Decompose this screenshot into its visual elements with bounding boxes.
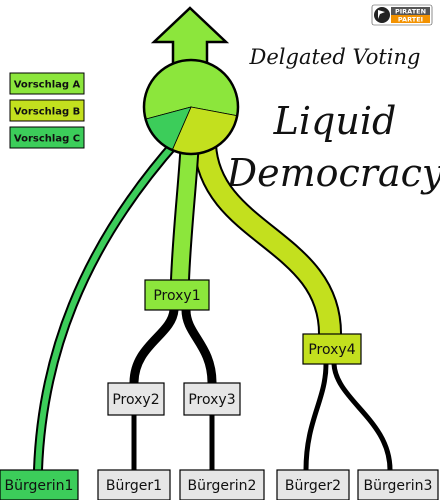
node-buerger1: Bürger1 [97,469,171,500]
legend-item-vorschlag-c: Vorschlag C [9,126,85,149]
node-buergerin1: Bürgerin1 [0,469,79,500]
legend: Vorschlag A Vorschlag B Vorschlag C [9,72,85,149]
node-proxy3-label: Proxy3 [188,392,235,408]
node-buergerin2: Bürgerin2 [179,469,265,500]
logo-top-band [391,7,430,15]
legend-item-vorschlag-b: Vorschlag B [9,99,85,122]
legend-label-b: Vorschlag B [14,107,80,118]
node-buergerin3: Bürgerin3 [357,469,439,500]
pie-outline [142,58,240,156]
vote-pie-chart [142,58,240,156]
node-proxy4: Proxy4 [302,333,362,365]
node-proxy2-label: Proxy2 [112,392,159,408]
node-proxy2: Proxy2 [107,382,165,416]
node-buergerin2-label: Bürgerin2 [188,478,257,494]
title-line-1: Liquid [273,99,397,143]
node-proxy1: Proxy1 [144,279,210,311]
title-line-2: Democracy [226,151,440,195]
flow-proxy4-to-pie [193,143,343,337]
flow-citizens-to-proxies [131,415,215,470]
node-buerger2-label: Bürger2 [285,478,341,494]
flow-proxy1-to-pie [170,139,200,281]
legend-item-vorschlag-a: Vorschlag A [9,72,85,95]
legend-label-a: Vorschlag A [14,80,81,91]
flow-buergerin1-to-pie [33,136,182,471]
node-proxy4-label: Proxy4 [308,342,355,358]
flow-citizens-to-proxy4 [303,363,393,471]
node-proxy3: Proxy3 [183,382,241,416]
node-buergerin1-label: Bürgerin1 [5,478,74,494]
node-buergerin3-label: Bürgerin3 [364,478,433,494]
piratenpartei-logo: PIRATEN PARTEI [371,4,433,26]
logo-bottom-band [391,15,430,23]
node-buerger1-label: Bürger1 [106,478,162,494]
subtitle: Delgated Voting [249,45,421,69]
pirate-flag-icon [374,7,390,23]
flow-proxy2-proxy3-to-proxy1 [129,309,217,384]
node-proxy1-label: Proxy1 [153,288,200,304]
logo-text-partei: PARTEI [398,16,423,24]
logo-text-piraten: PIRATEN [395,8,426,16]
legend-label-c: Vorschlag C [14,134,80,145]
node-buerger2: Bürger2 [276,469,350,500]
